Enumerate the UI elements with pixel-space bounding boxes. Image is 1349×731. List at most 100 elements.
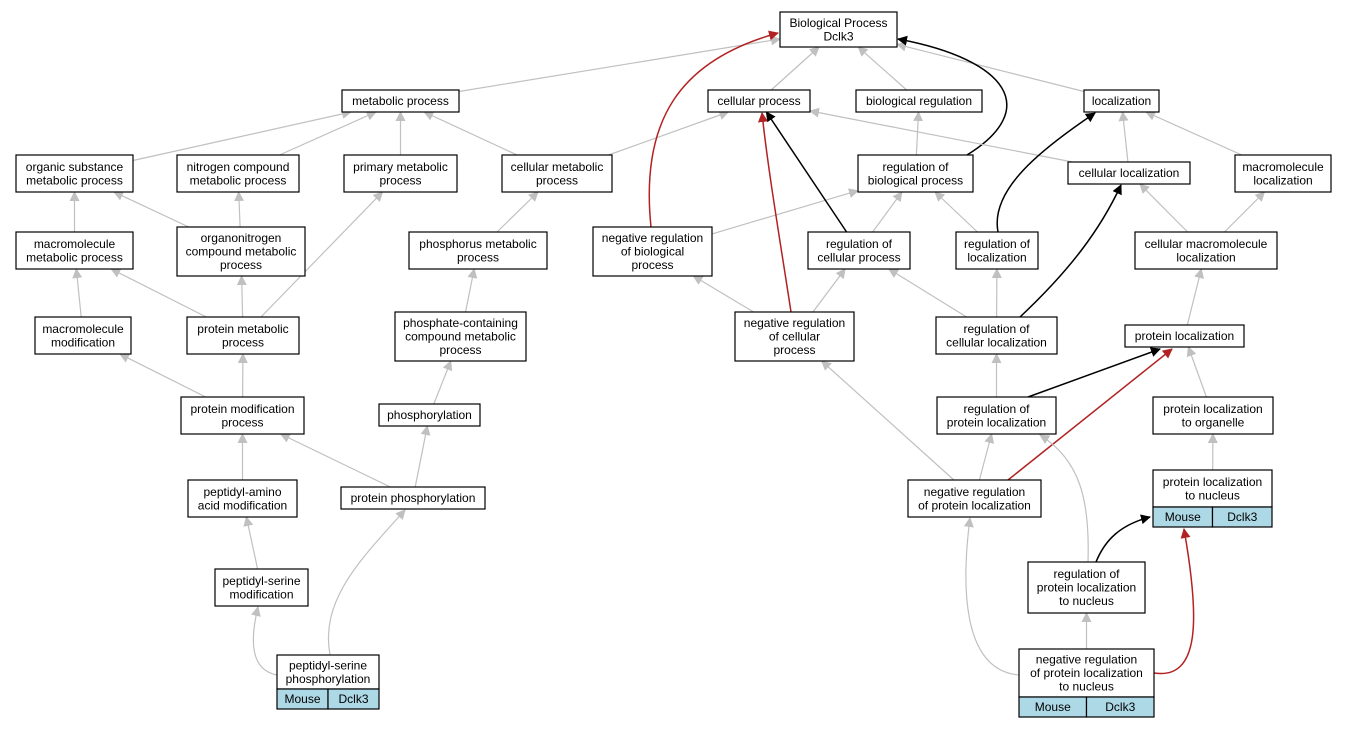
go-term-node-bioreg[interactable]: biological regulation (855, 89, 983, 113)
node-label-line: compound metabolic (186, 245, 297, 259)
go-term-node-localization[interactable]: localization (1083, 89, 1160, 113)
edge-is-a-phosphorus-to-cellmet (496, 191, 539, 233)
edge-is-a-phosphorylation-to-phosphcont (433, 360, 453, 405)
node-label-line: negative regulation (744, 316, 845, 330)
go-term-node-phosphorylation[interactable]: phosphorylation (378, 403, 481, 427)
annotation-gene-cell (1085, 696, 1155, 718)
node-label-line: to organelle (1182, 415, 1245, 429)
node-label-line: phosphate-containing (403, 316, 518, 330)
edge-is-a-protmet-to-organonitrogen (236, 275, 247, 318)
node-label-line: metabolic process (190, 173, 287, 187)
node-box (15, 154, 134, 193)
edge-is-a-localization-to-root (896, 41, 1085, 93)
edge-is-a-negregprotloc-to-negregcell (820, 360, 955, 481)
edges-layer (69, 30, 1266, 676)
node-box (408, 231, 548, 270)
edge-is-a-regcellloc-to-regcell (888, 268, 967, 318)
go-term-node-cellular[interactable]: cellular process (707, 89, 811, 113)
node-box (734, 311, 855, 362)
edge-is-a-macroloc-to-localization (1145, 111, 1243, 156)
node-label-line: phosphorylation (387, 408, 472, 422)
node-label-line: to nucleus (1059, 594, 1114, 608)
node-box (779, 11, 898, 48)
node-label-line: acid modification (198, 498, 287, 512)
edge-is-a-nitrogen-to-metabolic (279, 111, 377, 156)
node-label-line: protein metabolic (197, 322, 288, 336)
node-box (186, 316, 300, 355)
node-label-line: process (631, 258, 673, 272)
node-box (1067, 161, 1191, 185)
edge-negatively-regulates-negregcell-to-cellular (757, 112, 792, 313)
node-label-line: cellular macromolecule (1145, 237, 1268, 251)
node-box (707, 89, 811, 113)
node-label-line: regulation of (826, 237, 893, 251)
annotation-gene-cell (327, 688, 380, 710)
node-box (855, 89, 983, 113)
node-label-line: negative regulation (1036, 653, 1137, 667)
edge-is-a-protphos-to-protmod (279, 433, 391, 488)
node-label-line: peptidyl-serine (289, 658, 367, 672)
node-label-line: Biological Process (789, 16, 887, 30)
edge-is-a-negregprotlocnuc-to-negregprotloc (963, 517, 1020, 676)
edge-is-a-negregbio-to-regbio (711, 188, 859, 235)
go-term-node-metabolic[interactable]: metabolic process (341, 89, 460, 113)
edge-is-a-phosphcont-to-phosphorus (464, 268, 478, 313)
node-label-line: protein localization (1163, 402, 1262, 416)
edge-is-a-cellloc-to-cellular (809, 107, 1073, 163)
go-term-node-protloc[interactable]: protein localization (1124, 324, 1245, 348)
node-box (936, 396, 1057, 435)
edge-is-a-peptser-to-peptamino (243, 516, 259, 570)
edge-is-a-regcell-to-regbio (872, 191, 903, 233)
node-label-line: regulation of (963, 402, 1030, 416)
edge-regulates-regcellloc-to-cellloc (1019, 184, 1122, 318)
edge-is-a-organic-to-metabolic (132, 109, 352, 162)
edge-is-a-cellmet-to-metabolic (423, 111, 518, 156)
annotation-gene-cell (1211, 506, 1273, 528)
edge-is-a-protmet-to-primary (260, 191, 384, 318)
node-label-line: phosphorus metabolic (419, 237, 536, 251)
node-box (180, 396, 305, 435)
node-label-line: process (439, 343, 481, 357)
go-term-node-cellloc[interactable]: cellular localization (1067, 161, 1191, 185)
edge-is-a-cellmet-to-cellular (608, 110, 730, 156)
go-term-node-protphos[interactable]: protein phosphorylation (340, 486, 486, 510)
node-label-line: process (536, 173, 578, 187)
node-box (276, 654, 380, 690)
node-label-line: protein localization (947, 415, 1046, 429)
node-box (176, 226, 306, 277)
node-label-line: to nucleus (1185, 488, 1240, 502)
node-box (592, 226, 713, 277)
node-label-line: cellular process (717, 94, 800, 108)
annotation-gene-label: Dclk3 (338, 692, 368, 706)
